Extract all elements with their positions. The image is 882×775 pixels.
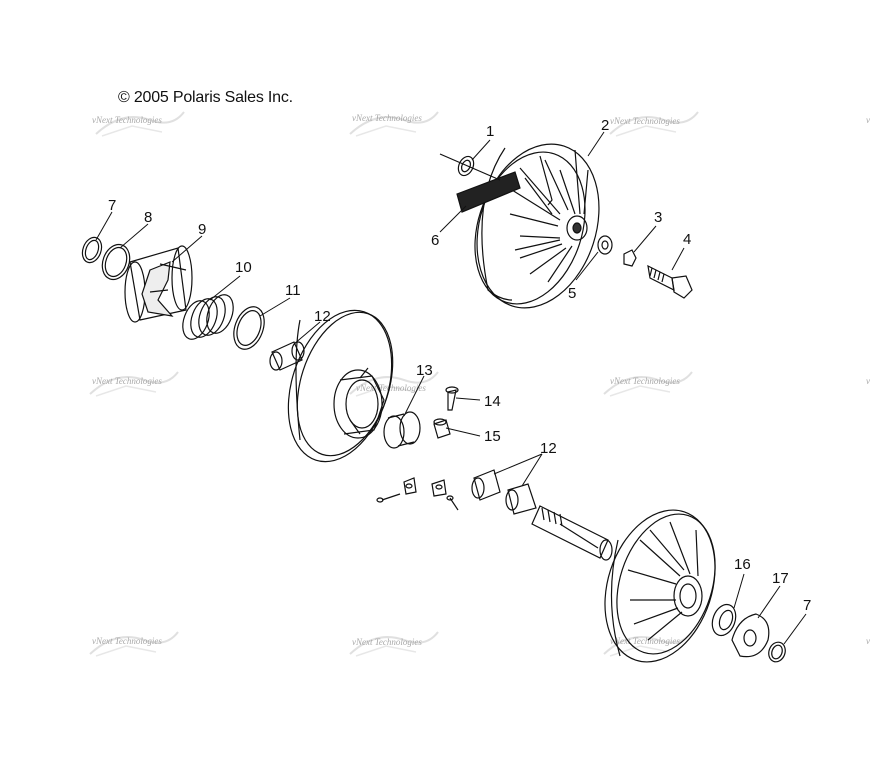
callout-13: 13 <box>416 362 433 379</box>
callout-6: 6 <box>431 232 440 249</box>
callout-3: 3 <box>654 209 663 226</box>
callout-11: 11 <box>285 282 301 299</box>
driven-shaft <box>531 505 613 561</box>
part-16-washer <box>711 603 737 637</box>
callout-4: 4 <box>683 231 692 248</box>
part-14-pin <box>445 386 459 411</box>
watermark-text: vNext Technologies <box>356 383 426 393</box>
watermark-text: v <box>866 376 870 386</box>
part-8-ring <box>101 243 131 281</box>
watermark-logo <box>349 111 439 137</box>
watermark-logo <box>95 111 185 137</box>
part-3-nut <box>623 249 637 267</box>
watermark-logo <box>349 631 439 657</box>
part-12-bushing <box>269 341 305 371</box>
part-17-retainer <box>731 613 770 658</box>
watermark-logo <box>349 371 439 397</box>
callout-2: 2 <box>601 117 610 134</box>
part-1-washer <box>457 155 475 177</box>
watermark-logo <box>89 371 179 397</box>
watermark-text: vNext Technologies <box>610 116 680 126</box>
part-7-snap-ring <box>768 641 786 663</box>
part-4-bolt <box>647 264 693 299</box>
watermark-text: v <box>866 115 870 125</box>
part-11-ring <box>233 306 265 350</box>
callout-10: 10 <box>235 259 252 276</box>
part-10-spring <box>182 294 234 340</box>
watermark-text: vNext Technologies <box>92 115 162 125</box>
watermark-text: vNext Technologies <box>610 636 680 646</box>
part-13-bushing <box>383 411 421 449</box>
callout-1: 1 <box>486 123 495 140</box>
part-6-belt-section <box>439 153 521 213</box>
watermark-text: v <box>866 636 870 646</box>
watermark-logo <box>609 111 699 137</box>
callout-16: 16 <box>734 556 751 573</box>
part-12-bushings <box>471 469 537 515</box>
part-2-driven-sheave <box>474 143 600 309</box>
fixed-sheave <box>604 509 716 663</box>
callout-17: 17 <box>772 570 789 587</box>
callout-15: 15 <box>484 428 501 445</box>
watermark-text: vNext Technologies <box>352 113 422 123</box>
watermark-text: vNext Technologies <box>92 376 162 386</box>
callout-7-second: 7 <box>803 597 812 614</box>
watermark-text: vNext Technologies <box>352 637 422 647</box>
hardware-screws <box>376 477 459 511</box>
callout-12-second: 12 <box>540 440 557 457</box>
callout-12: 12 <box>314 308 331 325</box>
watermark-text: vNext Technologies <box>92 636 162 646</box>
watermark-logo <box>89 631 179 657</box>
part-15-roller <box>433 418 451 439</box>
stationary-sheave <box>287 309 394 463</box>
callout-7: 7 <box>108 197 117 214</box>
callout-14: 14 <box>484 393 501 410</box>
part-7-snap-ring <box>81 236 103 264</box>
watermark-text: vNext Technologies <box>610 376 680 386</box>
watermark-logo <box>603 371 693 397</box>
callout-8: 8 <box>144 209 153 226</box>
part-5-washer <box>597 235 613 255</box>
part-9-helix-cam <box>124 245 193 323</box>
leader-lines <box>95 131 807 645</box>
callout-9: 9 <box>198 221 207 238</box>
copyright-notice: © 2005 Polaris Sales Inc. <box>118 89 293 106</box>
callout-5: 5 <box>568 285 577 302</box>
